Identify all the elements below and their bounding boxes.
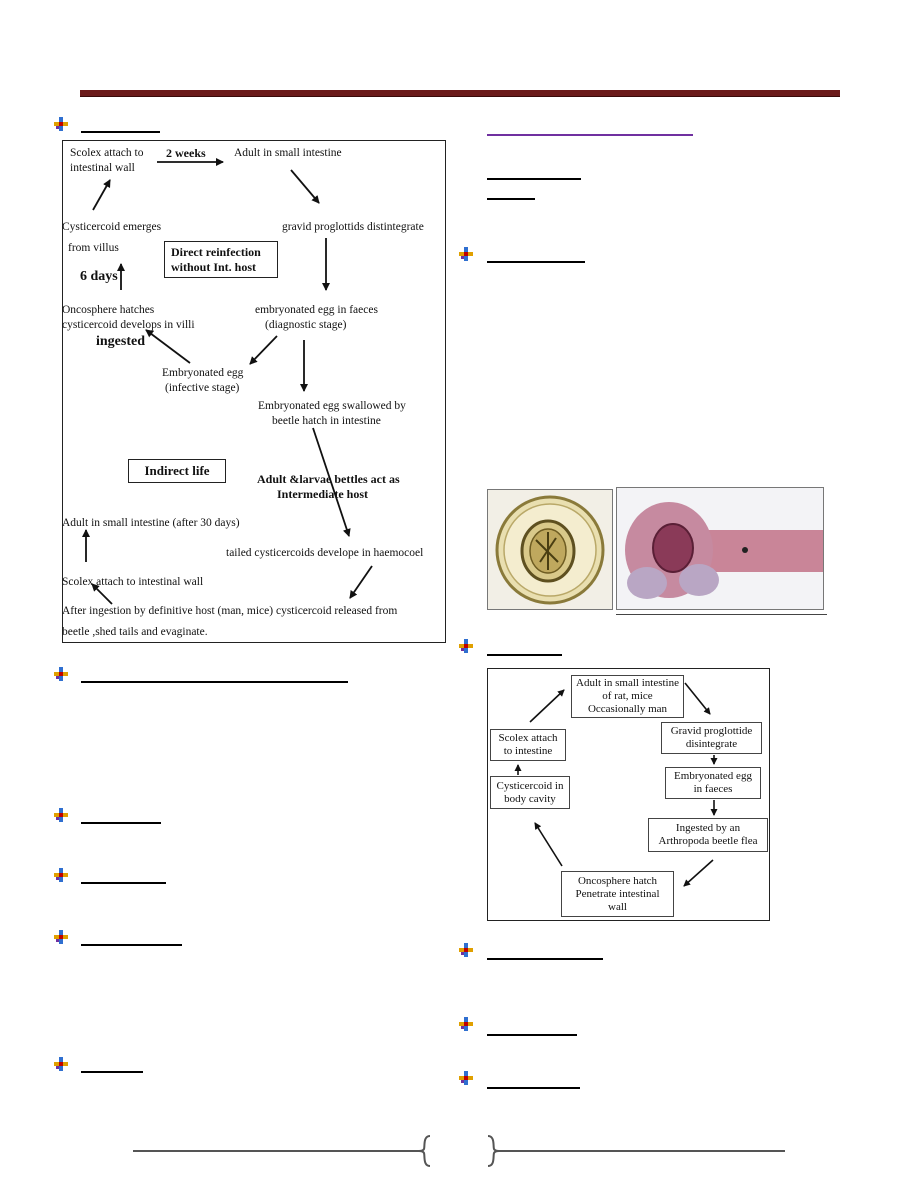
heading-underline-purple bbox=[487, 134, 693, 136]
label-6-days: 6 days bbox=[80, 269, 118, 284]
brace-icon bbox=[418, 1135, 500, 1167]
egg-photo bbox=[487, 489, 613, 610]
node-from-villus: from villus bbox=[68, 242, 119, 254]
node-ingested-beetle-flea: Ingested by an Arthropoda beetle flea bbox=[648, 818, 768, 852]
node-cysticercoid-emerges: Cysticercoid emerges bbox=[62, 221, 162, 233]
heading-underline bbox=[487, 261, 585, 263]
node-beetle-hatch: beetle hatch in intestine bbox=[272, 415, 381, 427]
four-color-bullet-icon bbox=[54, 868, 68, 882]
arrow-after-scolex bbox=[91, 583, 113, 605]
four-color-bullet-icon bbox=[459, 639, 473, 653]
node-egg-in-faeces: embryonated egg in faeces bbox=[255, 304, 378, 316]
node-egg-swallowed: Embryonated egg swallowed by bbox=[258, 400, 406, 412]
life-cycle-diagram-hymenolepis-nana bbox=[62, 140, 446, 643]
header-bar bbox=[80, 90, 840, 97]
four-color-bullet-icon bbox=[54, 930, 68, 944]
node-adult-small-intestine: Adult in small intestine bbox=[234, 147, 342, 159]
node-embryonated-egg-faeces: Embryonated egg in faeces bbox=[665, 767, 761, 799]
heading-underline bbox=[487, 1034, 577, 1036]
photo-rule bbox=[616, 614, 827, 615]
heading-underline bbox=[81, 882, 166, 884]
node-scolex-attach: Scolex attach to bbox=[70, 147, 144, 159]
four-color-bullet-icon bbox=[54, 667, 68, 681]
four-color-bullet-icon bbox=[459, 247, 473, 261]
scolex-photo bbox=[616, 487, 824, 610]
four-color-bullet-icon bbox=[54, 1057, 68, 1071]
node-adult-after-30-days: Adult in small intestine (after 30 days) bbox=[62, 517, 240, 529]
node-adult-rat-mice: Adult in small intestine of rat, mice Oc… bbox=[571, 675, 684, 718]
node-gravid-proglottids: gravid proglottids distintegrate bbox=[282, 221, 424, 233]
node-scolex-attach-intestine: Scolex attach to intestine bbox=[490, 729, 566, 761]
arrow-swallowed-tailed bbox=[312, 427, 351, 537]
arrow-tailed-after bbox=[349, 565, 373, 599]
arrow-adult-gravid bbox=[684, 682, 711, 715]
arrow-ingested-onco bbox=[683, 859, 714, 887]
egg-image bbox=[495, 495, 605, 605]
direct-line2: without Int. host bbox=[171, 260, 257, 274]
node-cysticercoid-develops: cysticercoid develops in villi bbox=[62, 319, 195, 331]
node-tailed-cysticercoids: tailed cysticercoids develope in haemoco… bbox=[226, 547, 424, 559]
direct-line1: Direct reinfection bbox=[171, 245, 261, 259]
arrow-infective-onco bbox=[145, 329, 191, 364]
footer-rule-left bbox=[133, 1150, 423, 1152]
node-oncosphere-hatch: Oncosphere hatch Penetrate intestinal wa… bbox=[561, 871, 674, 917]
heading-underline bbox=[81, 1071, 143, 1073]
node-gravid-proglottide: Gravid proglottide disintegrate bbox=[661, 722, 762, 754]
heading-underline bbox=[81, 131, 160, 133]
arrow-egg-infective bbox=[249, 335, 278, 365]
subheading-underline bbox=[487, 178, 581, 180]
heading-underline bbox=[487, 1087, 580, 1089]
heading-underline bbox=[487, 654, 562, 656]
node-diagnostic-stage: (diagnostic stage) bbox=[265, 319, 347, 331]
label-ingested: ingested bbox=[96, 334, 145, 349]
node-oncosphere-hatches: Oncosphere hatches bbox=[62, 304, 155, 316]
heading-underline bbox=[81, 822, 161, 824]
node-cysticercoid-body-cavity: Cysticercoid in body cavity bbox=[490, 776, 570, 809]
four-color-bullet-icon bbox=[459, 943, 473, 957]
node-scolex-attach-line2: intestinal wall bbox=[70, 162, 135, 174]
arrow-scolex-adult bbox=[529, 689, 565, 723]
four-color-bullet-icon bbox=[459, 1017, 473, 1031]
node-adult-larvae: Adult &larvae bettles act as bbox=[257, 472, 400, 486]
four-color-bullet-icon bbox=[54, 808, 68, 822]
four-color-bullet-icon bbox=[54, 117, 68, 131]
scolex-image bbox=[625, 502, 823, 599]
node-infective-stage: (infective stage) bbox=[165, 382, 240, 394]
heading-underline bbox=[81, 944, 182, 946]
arrow-adult-gravid bbox=[290, 169, 320, 204]
node-after-ingestion: After ingestion by definitive host (man,… bbox=[62, 605, 398, 617]
arrow-onco-cyst bbox=[534, 822, 563, 867]
footer-rule-right bbox=[497, 1150, 785, 1152]
four-color-bullet-icon bbox=[459, 1071, 473, 1085]
node-shed-tails: beetle ,shed tails and evaginate. bbox=[62, 626, 208, 638]
subheading-underline bbox=[487, 198, 535, 200]
box-indirect-life: Indirect life bbox=[128, 459, 226, 483]
node-embryonated-egg: Embryonated egg bbox=[162, 367, 244, 379]
heading-underline bbox=[81, 681, 348, 683]
arrow-emerges-scolex bbox=[92, 179, 111, 211]
label-2-weeks: 2 weeks bbox=[166, 146, 206, 160]
heading-underline bbox=[487, 958, 603, 960]
box-direct-reinfection: Direct reinfection without Int. host bbox=[164, 241, 278, 278]
node-intermediate-host: Intermediate host bbox=[277, 487, 368, 501]
